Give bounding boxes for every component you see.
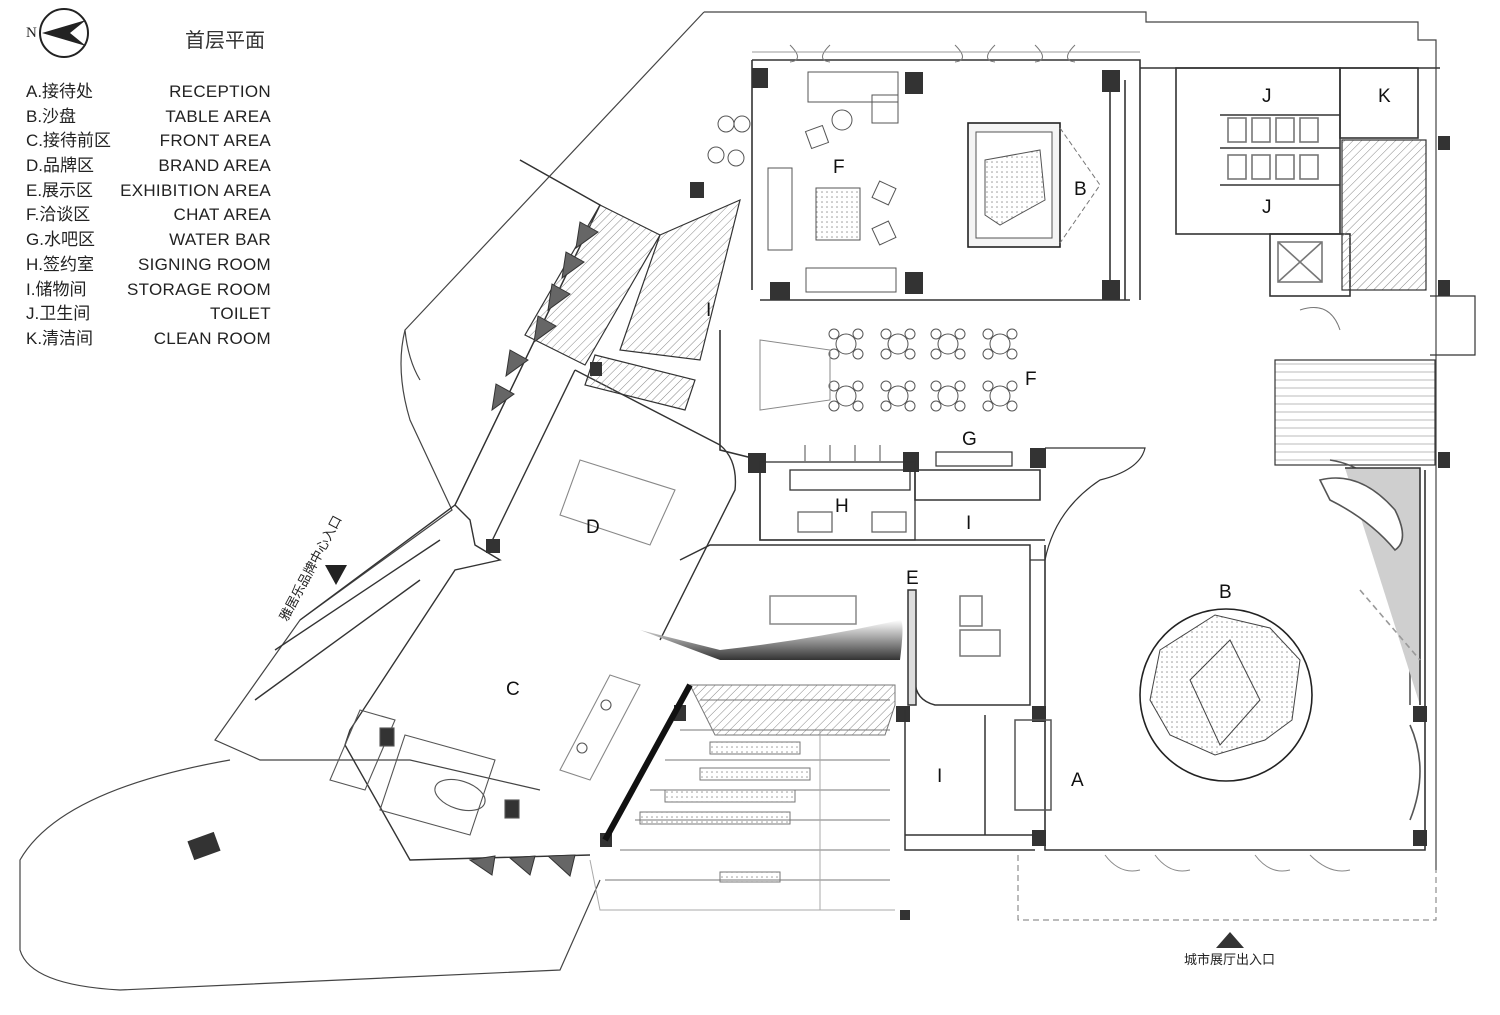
room-legend: A.接待处 RECEPTION B.沙盘 TABLE AREA C.接待前区 FRON… <box>26 80 271 352</box>
legend-zh: F.洽谈区 <box>26 205 91 225</box>
legend-en: TOILET <box>209 304 271 324</box>
table-area-model <box>967 122 1101 248</box>
legend-en: FRONT AREA <box>159 131 271 151</box>
legend-en: BRAND AREA <box>158 156 271 176</box>
water-bar <box>935 447 1146 561</box>
legend-zh: G.水吧区 <box>26 230 95 250</box>
label-f-upper: F <box>833 157 845 178</box>
legend-zh: D.品牌区 <box>26 156 94 176</box>
legend-item: J.卫生间 TOILET <box>26 302 271 327</box>
legend-item: I.储物间 STORAGE ROOM <box>26 278 271 303</box>
label-d: D <box>586 517 600 538</box>
service-core <box>1274 139 1476 466</box>
room-labels: F B J K J I F G H I D E B C I A <box>506 86 1391 791</box>
label-f-mid: F <box>1025 369 1037 390</box>
legend-item: G.水吧区 WATER BAR <box>26 228 271 253</box>
legend-zh: A.接待处 <box>26 82 94 101</box>
label-c: C <box>506 679 520 700</box>
facade-fins <box>468 221 599 877</box>
exhibition-area <box>679 544 1052 851</box>
entrance-arrow-icon <box>1216 932 1244 948</box>
legend-zh: C.接待前区 <box>26 131 111 151</box>
plan-title: 首层平面 <box>185 28 265 52</box>
legend-en: STORAGE ROOM <box>126 279 271 299</box>
label-b-upper: B <box>1074 179 1087 200</box>
legend-en: TABLE AREA <box>165 106 271 126</box>
legend-en: SIGNING ROOM <box>138 254 271 274</box>
boundary-column <box>187 831 221 861</box>
legend-zh: J.卫生间 <box>26 304 91 324</box>
outdoor-steps <box>589 683 896 911</box>
main-block <box>719 59 1440 541</box>
entrance-arrow-icon <box>325 565 347 585</box>
toilet-block <box>1175 67 1419 297</box>
reception-hall <box>1044 459 1426 851</box>
legend-en: CHAT AREA <box>173 205 271 225</box>
label-h: H <box>835 496 849 517</box>
legend-en: WATER BAR <box>169 230 271 250</box>
legend-item: E.展示区 EXHIBITION AREA <box>26 179 271 204</box>
stair-block <box>524 182 741 411</box>
legend-zh: K.清洁间 <box>26 328 94 348</box>
legend-item: B.沙盘 TABLE AREA <box>26 105 271 130</box>
legend-en: CLEAN ROOM <box>153 328 271 348</box>
label-b-round: B <box>1219 582 1232 603</box>
legend-zh: E.展示区 <box>26 180 94 200</box>
label-i-mid: I <box>966 513 971 534</box>
legend-item: K.清洁间 CLEAN ROOM <box>26 327 271 352</box>
top-doors <box>752 44 1140 63</box>
front-area-furniture <box>329 459 676 836</box>
legend-en: RECEPTION <box>169 82 271 101</box>
north-arrow-icon <box>39 8 89 58</box>
legend-zh: H.签约室 <box>26 254 94 274</box>
ramp-gradient <box>640 620 903 660</box>
chat-furniture <box>707 71 899 293</box>
legend-item: F.洽谈区 CHAT AREA <box>26 203 271 228</box>
legend-en: EXHIBITION AREA <box>120 180 271 200</box>
legend-item: H.签约室 SIGNING ROOM <box>26 253 271 278</box>
legend-item: A.接待处 RECEPTION <box>26 80 271 105</box>
city-exhibition-entrance-label: 城市展厅出入口 <box>1184 952 1275 968</box>
signing-room <box>759 445 916 541</box>
label-j-lower: J <box>1262 197 1272 218</box>
legend-item: C.接待前区 FRONT AREA <box>26 129 271 154</box>
columns <box>486 68 1450 920</box>
label-i-upper: I <box>706 300 711 321</box>
label-i-lower: I <box>937 766 942 787</box>
label-k: K <box>1378 86 1391 107</box>
label-g: G <box>962 429 977 450</box>
north-label: N <box>26 25 37 41</box>
legend-zh: I.储物间 <box>26 279 87 299</box>
label-j-upper: J <box>1262 86 1272 107</box>
chat-tables <box>759 328 1018 412</box>
legend-item: D.品牌区 BRAND AREA <box>26 154 271 179</box>
label-e: E <box>906 568 919 589</box>
label-a: A <box>1071 770 1084 791</box>
legend-zh: B.沙盘 <box>26 106 77 126</box>
round-table-model <box>1139 608 1313 782</box>
